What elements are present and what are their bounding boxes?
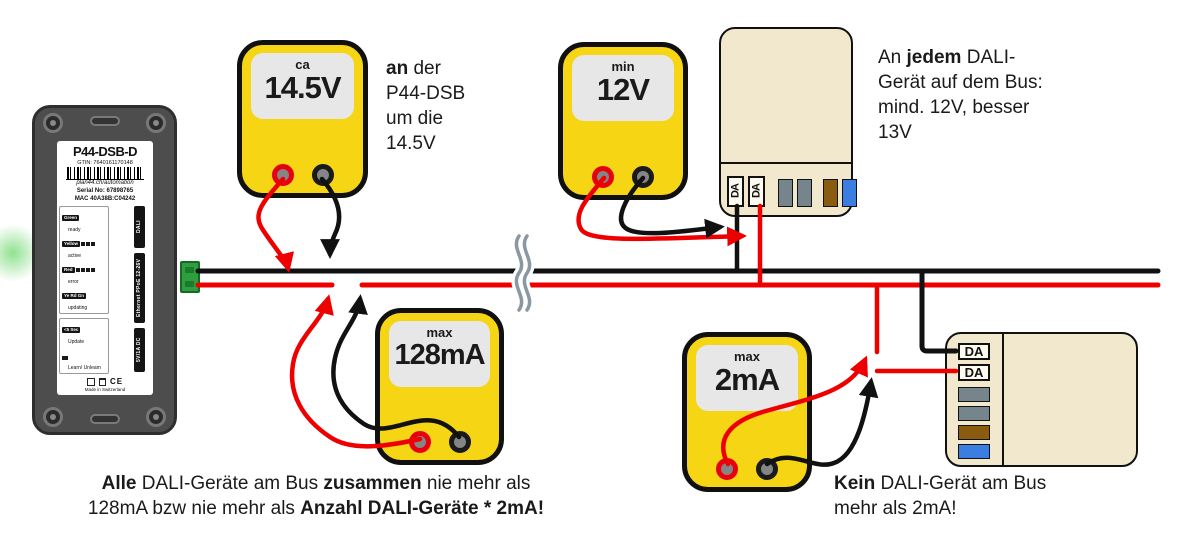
button-legend: <5 Sec Update Learn/ Unlearn [59,318,109,374]
led-row: Green ready [62,209,106,233]
black-terminal [632,166,654,188]
port-label-dali: DALI [133,206,145,248]
wire-terminal-gray [778,179,793,207]
cert-icon [86,377,95,386]
da-terminal: DA [958,343,990,360]
ammeter-bus-total: max 128mA [375,308,504,465]
mounting-hole-icon [146,407,166,427]
black-terminal [756,458,778,480]
led-row: Ye Rd Gn updating [62,287,106,311]
device-label: P44-DSB-D GTIN: 7640161170148 plan44.ch/… [57,141,153,395]
button-icon [62,356,68,360]
p44-dsb-device: P44-DSB-D GTIN: 7640161170148 plan44.ch/… [32,105,177,435]
meter-value: 12V [596,72,650,108]
device-divider [721,162,851,164]
led-label: updating [68,305,88,311]
wire-terminal-brown [823,179,838,207]
ammeter-per-device: max 2mA [682,332,812,492]
wire-terminal-gray [797,179,812,207]
wire-terminal-gray [958,406,990,421]
meter-value: 128mA [394,339,485,372]
mounting-slot-icon [90,414,120,424]
red-terminal [408,431,431,453]
meter-value: 2mA [714,362,780,398]
device-mac: MAC 40A38B:C04242 [74,195,136,202]
port-label-dc: 5V/1A DC [133,328,145,372]
black-terminal [311,164,334,186]
led-label: error [68,279,79,285]
meter-qualifier: min [611,59,635,74]
da-terminal: DA [748,176,765,207]
da-terminal: DA [727,176,744,207]
red-terminal [592,166,614,188]
red-terminal [271,164,294,186]
red-terminal [716,458,738,480]
device-url: plan44.ch/automation [66,179,144,186]
device-serial: Serial No: 67898765 [76,188,134,194]
device-divider [1002,334,1004,465]
wire-terminal-gray [958,387,990,402]
button-label: Learn/ Unlearn [68,365,102,371]
button-label: Update [68,339,85,345]
led-tag: Green [62,214,80,221]
wire-terminal-blue [958,444,990,459]
meter-display: max 128mA [389,321,490,387]
voltmeter-dsb: ca 14.5V [237,40,368,198]
led-tag: Red [62,266,75,273]
button-row: <5 Sec Update [62,321,106,345]
button-tag: <5 Sec [62,326,81,333]
led-row: Yellow active [62,235,106,259]
meter-display: max 2mA [696,345,798,411]
led-tag: Ye Rd Gn [62,292,87,299]
led-legend: Green ready Yellow active Red error Ye [59,206,109,314]
led-label: ready [68,227,81,233]
led-row: Red error [62,261,106,285]
bus-break-squiggle-icon [511,231,535,315]
button-row: Learn/ Unlearn [62,347,106,371]
meter-value: 14.5V [264,70,341,106]
ce-mark: CE [109,377,124,386]
note-bus-total-current: Alle DALI-Geräte am Bus zusammen nie meh… [87,473,545,520]
voltmeter-device: min 12V [558,42,688,200]
bus-wires [195,268,1161,288]
device-title: P44-DSB-D [72,144,138,159]
black-terminal [448,431,471,453]
dali-bus-connector [180,261,200,293]
mounting-hole-icon [146,113,166,133]
meter-display: ca 14.5V [251,53,354,119]
dali-device-top: DA DA [719,27,857,217]
mounting-slot-icon [90,116,120,126]
device-gtin: GTIN: 7640161170148 [77,160,133,166]
meter-qualifier: ca [295,57,310,72]
mounting-hole-icon [43,407,63,427]
wire-terminal-blue [842,179,857,207]
led-tag: Yellow [62,240,81,247]
weee-bin-icon [98,377,106,386]
meter-qualifier: max [426,325,453,340]
da-terminal: DA [958,364,990,381]
barcode-icon [67,167,143,179]
meter-display: min 12V [572,55,674,121]
port-label-ethernet: Ethernet PPoE 12-26V [133,253,145,323]
led-label: active [68,253,82,259]
dali-device-bottom: DA DA [945,332,1138,467]
made-in-text: Made in Switzerland [84,387,126,392]
qr-code-icon [92,394,118,395]
mounting-hole-icon [43,113,63,133]
wire-terminal-brown [958,425,990,440]
note-device-voltage: An jedem DALI-Gerät auf dem Bus:mind. 12… [878,47,1043,144]
